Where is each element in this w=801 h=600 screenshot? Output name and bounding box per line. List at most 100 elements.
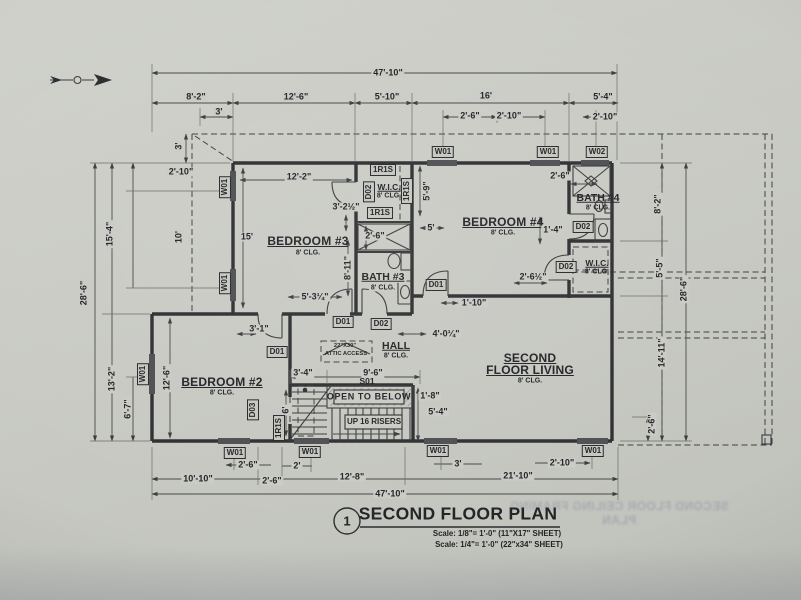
door-tag-d01-bed4: D01 — [425, 279, 447, 291]
riser-tag-1r1s-top: 1R1S — [369, 164, 397, 176]
dim-right-seg1: 8'-2" — [652, 192, 663, 216]
dim-left-detail3: 10' — [173, 228, 184, 246]
room-label-bath3: BATH #3 — [359, 270, 407, 283]
dim-top-seg3: 5'-10" — [372, 91, 402, 102]
dim-hall-door: 4'-0¼" — [430, 328, 462, 339]
dim-top-detail4: 2'-10" — [590, 111, 620, 122]
riser-tag-1r1s-side: 1R1S — [401, 177, 413, 205]
dim-stair-open: 5'-4" — [426, 406, 450, 417]
dim-top-seg1: 8'-2" — [184, 91, 208, 102]
room-label-bedroom2: BEDROOM #2 — [181, 375, 263, 389]
dim-bath4-shower: 2'-6" — [548, 170, 572, 181]
ceiling-note-wic-hall: 8' CLG. — [376, 192, 402, 200]
attic-access-hatch — [322, 342, 371, 356]
dim-right-seg2: 5'-5" — [654, 256, 665, 280]
ceiling-note-bedroom3: 8' CLG. — [295, 249, 321, 257]
dimension-lines-top — [151, 64, 619, 162]
dim-left-seg1: 15'-4" — [104, 219, 115, 249]
plan-title: SECOND FLOOR PLAN — [358, 503, 558, 524]
dim-closet: 6' — [280, 404, 291, 416]
scale-note-1: Scale: 1/8"= 1'-0" (11"X17" SHEET) — [432, 529, 562, 539]
dim-right-seg3: 14'-11" — [656, 336, 667, 370]
door-tag-d02-bath3: D02 — [370, 318, 392, 330]
dim-bottom-overall: 47'-10" — [373, 488, 407, 499]
ceiling-note-bath4: 8' CLG. — [585, 204, 611, 212]
dim-bottom-seg4: 21'-10" — [501, 470, 535, 481]
dim-landing: 1'-8" — [418, 390, 442, 401]
window-tag-w01-left1: W01 — [219, 175, 231, 199]
stair-tag-s01: S01 — [359, 375, 375, 386]
riser-tag-1r1s-closet: 1R1S — [273, 414, 285, 442]
dim-right-detail1: 2'-6" — [646, 412, 657, 436]
dim-stair-west: 3'-4" — [291, 367, 315, 378]
dim-top-overall: 47'-10" — [371, 67, 405, 78]
door-tag-d02-wic-bed4: D02 — [555, 261, 577, 273]
dim-bed2-width: 12'-6" — [161, 363, 172, 393]
door-tag-d02-bath4: D02 — [572, 221, 594, 233]
ceiling-note-bedroom4: 8' CLG. — [490, 229, 516, 237]
ceiling-note-living: 8' CLG. — [517, 377, 543, 385]
open-to-below-note: OPEN TO BELOW — [326, 391, 412, 402]
dim-top-seg2: 12'-6" — [281, 91, 311, 102]
door-tag-d01-bed2: D01 — [266, 346, 288, 358]
roof-overhang-dashed — [191, 133, 773, 446]
dim-bottom-seg2: 2'-6" — [260, 475, 284, 486]
north-arrow-icon — [50, 74, 112, 86]
room-label-bedroom4: BEDROOM #4 — [462, 215, 544, 229]
riser-tag-1r1s-mid: 1R1S — [366, 207, 394, 219]
dim-bottom-detail2: 2' — [291, 460, 303, 471]
dim-right-overall: 28'-6" — [678, 274, 689, 304]
ceiling-note-wic-bed4: 8' CLG. — [584, 268, 610, 276]
room-label-wic-bed4: W.I.C. — [585, 257, 609, 268]
dim-bed4-door: 1'-10" — [459, 297, 489, 308]
dim-top-detail1: 3' — [213, 106, 225, 117]
room-label-living-line1: SECOND — [503, 351, 557, 365]
dim-left-seg2: 13'-2" — [106, 364, 117, 394]
scale-note-2: Scale: 1/4"= 1'-0" (22"x34" SHEET) — [435, 540, 563, 550]
dim-bed3-door: 3'-2½" — [330, 201, 362, 212]
room-label-bath4: BATH #4 — [576, 191, 620, 204]
dim-bottom-detail3: 3' — [452, 458, 464, 469]
ceiling-note-bedroom2: 8' CLG. — [209, 389, 235, 397]
ceiling-note-bath3: 8' CLG. — [368, 284, 398, 292]
dim-bed3-door2: 5'-3¼" — [299, 291, 331, 302]
dim-bottom-seg3: 12'-8" — [337, 471, 367, 482]
room-label-wic-hall: W.I.C. — [377, 181, 401, 192]
ceiling-note-hall: 8' CLG. — [383, 352, 409, 360]
door-tag-d02-wic-hall: D02 — [363, 181, 375, 203]
dim-top-detail3: 2'-10" — [494, 110, 524, 121]
up-risers-note: UP 16 RISERS — [346, 417, 402, 426]
dim-wic-bed4-door: 2'-6½" — [517, 271, 549, 282]
dim-bed4-left: 5' — [425, 222, 437, 233]
stairs — [288, 385, 414, 442]
window-tag-w01-left3: W01 — [137, 362, 149, 386]
dim-strip-length: 5'-9" — [421, 179, 432, 203]
dim-left-overall: 28'-6" — [78, 278, 89, 308]
window-tag-w01-top1: W01 — [431, 146, 455, 158]
dim-left-detail1: 3' — [173, 140, 184, 152]
room-label-bedroom3: BEDROOM #3 — [267, 234, 349, 248]
title-graphics — [333, 507, 560, 535]
attic-access-label: ATTIC ACCESS — [324, 351, 368, 358]
door-tag-d01-bed3: D01 — [332, 316, 354, 328]
dim-bottom-detail1: 2'-6" — [236, 459, 260, 470]
dim-bottom-seg1: 10'-10" — [181, 473, 215, 484]
dim-bath4-door: 1'-4" — [541, 224, 565, 235]
window-tag-w01-bot1: W01 — [223, 447, 247, 459]
dim-bed3-length: 15' — [238, 231, 256, 242]
door-tag-d03-bed2: D03 — [247, 399, 259, 421]
window-tag-w01-bot2: W01 — [298, 446, 322, 458]
room-label-living-line2: FLOOR LIVING — [486, 363, 574, 377]
dim-left-detail2: 2'-10" — [166, 166, 196, 177]
window-tag-w01-top2: W01 — [536, 146, 560, 158]
dim-bed3-width: 12'-2" — [284, 171, 314, 182]
dim-left-detail4: 6'-7" — [122, 397, 133, 421]
dim-top-detail2: 2'-6" — [458, 110, 482, 121]
window-tag-w01-bot4: W01 — [581, 445, 605, 457]
window-tag-w01-left2: W01 — [219, 271, 231, 295]
dim-bed2-door: 3'-1" — [247, 323, 271, 334]
windows — [149, 160, 609, 444]
window-tag-w01-bot3: W01 — [426, 445, 450, 457]
room-label-hall: HALL — [382, 339, 410, 352]
